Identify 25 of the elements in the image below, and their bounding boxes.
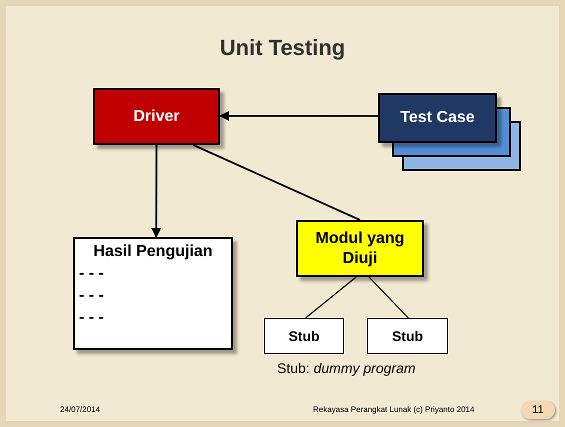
node-label: Test Case [400, 109, 475, 127]
connector-line [192, 144, 360, 221]
arrow [151, 145, 162, 238]
footer-date: 24/07/2014 [60, 405, 100, 414]
footer-text: Rekayasa Perangkat Lunak (c) Priyanto 2014 [313, 405, 474, 414]
placeholder-line: - - - [79, 287, 104, 305]
note: Stub: dummy program [277, 360, 416, 376]
node-label: Stub [288, 328, 320, 344]
node-label: Modul yang Diuji [315, 228, 405, 268]
arrow [219, 110, 378, 121]
node-label: Stub [392, 328, 424, 344]
page-number: 11 [521, 401, 555, 419]
placeholder-line: - - - [79, 265, 104, 283]
node-label: Driver [133, 108, 180, 126]
placeholder-line: - - - [79, 309, 104, 327]
result-box [73, 237, 233, 350]
test-case-card [378, 93, 497, 143]
slide-title: Unit Testing [218, 35, 346, 61]
connector-line [305, 276, 357, 318]
node-label: Hasil Pengujian [93, 243, 213, 261]
module-box [296, 220, 424, 277]
driver-box [93, 88, 220, 145]
connector-line [368, 276, 409, 318]
stub-box [367, 318, 448, 354]
stub-box [264, 318, 344, 354]
